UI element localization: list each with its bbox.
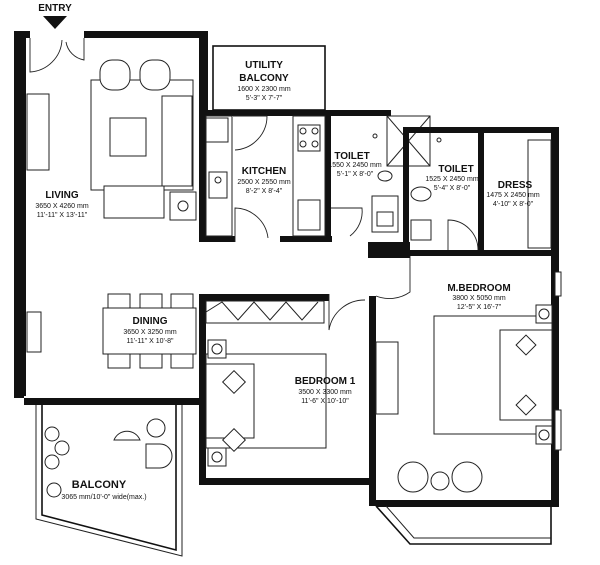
svg-text:BEDROOM 1: BEDROOM 1 — [295, 376, 356, 387]
svg-text:3500 X 3300 mm: 3500 X 3300 mm — [298, 389, 351, 396]
svg-text:4'-10" X 8'-0": 4'-10" X 8'-0" — [493, 201, 534, 208]
svg-text:BALCONY: BALCONY — [72, 479, 127, 491]
svg-text:11'-11" X 10'-8": 11'-11" X 10'-8" — [126, 338, 174, 345]
svg-text:M.BEDROOM: M.BEDROOM — [447, 283, 510, 294]
room-bedroom1: BEDROOM 1 3500 X 3300 mm 11'-6" X 10'-10… — [295, 376, 356, 405]
armchair — [139, 59, 171, 91]
svg-text:5'-3" X 7'-7": 5'-3" X 7'-7" — [246, 95, 283, 102]
balcony-area — [35, 405, 183, 557]
svg-text:DRESS: DRESS — [498, 180, 533, 191]
svg-text:1600 X 2300 mm: 1600 X 2300 mm — [237, 86, 290, 93]
svg-text:11'-6" X 10'-10": 11'-6" X 10'-10" — [301, 398, 349, 405]
bay-window — [375, 505, 552, 545]
svg-text:DINING: DINING — [133, 316, 168, 327]
svg-text:UTILITY: UTILITY — [245, 60, 283, 71]
side-table — [169, 191, 197, 221]
room-kitchen: KITCHEN 2500 X 2550 mm 8'-2" X 8'-4" — [237, 166, 290, 195]
svg-text:TOILET: TOILET — [334, 151, 369, 162]
armchair — [99, 59, 131, 91]
room-mbedroom: M.BEDROOM 3800 X 5050 mm 12'-5" X 16'-7" — [447, 283, 510, 311]
svg-text:3650 X 3250 mm: 3650 X 3250 mm — [123, 329, 176, 336]
svg-text:3650 X 4260 mm: 3650 X 4260 mm — [35, 203, 88, 210]
svg-text:TOILET: TOILET — [438, 164, 473, 175]
tv-unit — [26, 93, 50, 171]
room-living: LIVING 3650 X 4260 mm 11'-11" X 13'-11" — [35, 190, 88, 219]
entry-arrow-icon — [43, 16, 67, 29]
svg-text:1525 X 2450 mm: 1525 X 2450 mm — [425, 176, 478, 183]
mbedroom-furniture — [375, 271, 562, 493]
room-utility: UTILITY BALCONY 1600 X 2300 mm 5'-3" X 7… — [237, 60, 290, 102]
utility-balcony-area — [212, 45, 326, 111]
room-dining: DINING 3650 X 3250 mm 11'-11" X 10'-8" — [123, 316, 176, 345]
toilet1-fixtures — [371, 133, 399, 233]
kitchen-counter — [205, 115, 326, 237]
tv-unit — [375, 341, 399, 415]
svg-text:KITCHEN: KITCHEN — [242, 166, 286, 177]
svg-text:1550 X 2450 mm: 1550 X 2450 mm — [328, 162, 381, 169]
sofa-side — [161, 95, 193, 187]
svg-text:5'-4" X 8'-0": 5'-4" X 8'-0" — [434, 185, 471, 192]
svg-text:2500 X 2550 mm: 2500 X 2550 mm — [237, 179, 290, 186]
walls — [14, 31, 559, 507]
svg-text:1475 X 2450 mm: 1475 X 2450 mm — [486, 192, 539, 199]
svg-text:12'-5" X 16'-7": 12'-5" X 16'-7" — [457, 304, 502, 311]
living-furniture — [26, 59, 197, 221]
svg-text:11'-11" X 13'-11": 11'-11" X 13'-11" — [37, 212, 88, 219]
entry-marker: ENTRY — [38, 3, 72, 29]
doors — [29, 38, 479, 331]
dress-wardrobe — [527, 139, 552, 249]
svg-text:5'-1" X 8'-0": 5'-1" X 8'-0" — [337, 171, 374, 178]
room-dress: DRESS 1475 X 2450 mm 4'-10" X 8'-0" — [486, 180, 539, 208]
entry-label: ENTRY — [38, 3, 72, 14]
svg-text:8'-2" X 8'-4": 8'-2" X 8'-4" — [246, 188, 283, 195]
room-balcony: BALCONY 3065 mm/10'-0" wide(max.) — [61, 479, 146, 501]
room-toilet1: TOILET 1550 X 2450 mm 5'-1" X 8'-0" — [328, 151, 381, 178]
room-toilet2: TOILET 1525 X 2450 mm 5'-4" X 8'-0" — [425, 164, 478, 192]
svg-text:3065 mm/10'-0" wide(max.): 3065 mm/10'-0" wide(max.) — [61, 494, 146, 501]
svg-text:BALCONY: BALCONY — [239, 73, 289, 84]
bedroom1-furniture — [205, 300, 327, 467]
svg-text:LIVING: LIVING — [45, 190, 79, 201]
toilet2-fixtures — [410, 137, 442, 241]
dining-furniture — [26, 293, 197, 369]
svg-text:3800 X 5050 mm: 3800 X 5050 mm — [452, 295, 505, 302]
sofa-bottom — [103, 185, 165, 219]
coffee-table — [109, 117, 147, 157]
